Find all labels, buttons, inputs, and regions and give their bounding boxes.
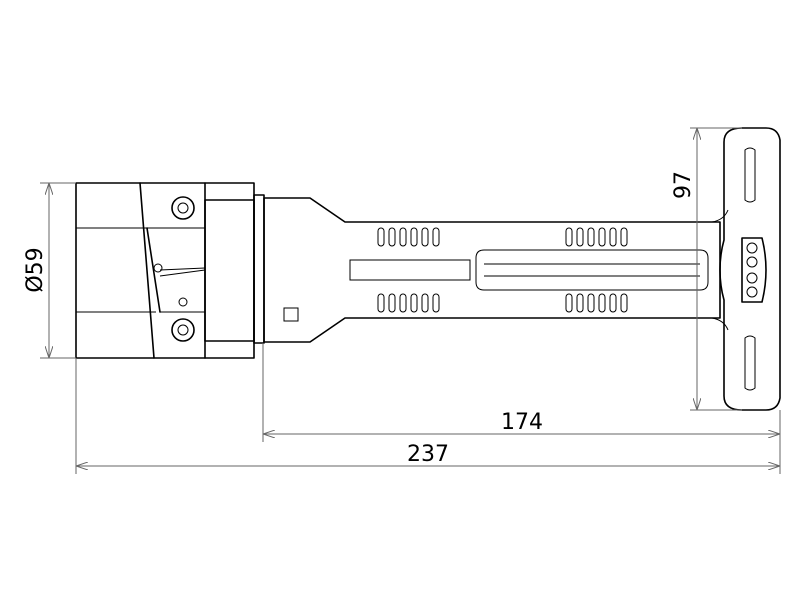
grip-rib-slot: [609, 227, 617, 247]
dimension-shaft-length-label: 174: [501, 410, 543, 435]
locking-wheel: [741, 237, 767, 303]
grip-rib-slot: [377, 227, 385, 247]
dimension-diameter-label: Ø59: [23, 247, 48, 292]
grip-rib-slot: [587, 293, 595, 313]
shaft-square-mark: [283, 307, 299, 322]
grip-rib-slot: [598, 227, 606, 247]
dimension-handle-height: 97: [671, 127, 742, 411]
grip-rib-slot: [410, 227, 418, 247]
grip-rib-slot: [410, 293, 418, 313]
cutter-head: [75, 182, 265, 359]
grip-rib-slot: [587, 227, 595, 247]
grip-rib-slot: [399, 227, 407, 247]
grip-rib-slot: [565, 227, 573, 247]
grip-rib-slot: [399, 293, 407, 313]
grip-rib-slot: [565, 293, 573, 313]
grip-rib-slot: [432, 227, 440, 247]
grip-ribs: [377, 227, 628, 313]
grip-rib-slot: [576, 293, 584, 313]
grip-rib-slot: [388, 293, 396, 313]
grip-rib-slot: [620, 227, 628, 247]
dimension-handle-height-label: 97: [671, 171, 696, 199]
blade-screw-top: [171, 196, 195, 220]
grip-rib-slot: [432, 293, 440, 313]
shaft-long-slot: [475, 249, 709, 291]
grip-rib-slot: [609, 293, 617, 313]
pin-hole: [178, 297, 188, 307]
grip-rib-slot: [598, 293, 606, 313]
dimension-total-length: 237: [75, 358, 781, 474]
dimension-shaft-length: 174: [262, 343, 781, 442]
t-handle: [711, 127, 781, 411]
tool-shaft: [263, 197, 721, 343]
grip-rib-slot: [377, 293, 385, 313]
grip-rib-slot: [388, 227, 396, 247]
grip-rib-slot: [421, 293, 429, 313]
dimension-total-length-label: 237: [407, 442, 449, 467]
dimension-diameter: Ø59: [23, 182, 76, 359]
grip-rib-slot: [620, 293, 628, 313]
blade-screw-bottom: [171, 318, 195, 342]
shaft-label-plate: [349, 259, 471, 281]
grip-rib-slot: [421, 227, 429, 247]
grip-rib-slot: [576, 227, 584, 247]
